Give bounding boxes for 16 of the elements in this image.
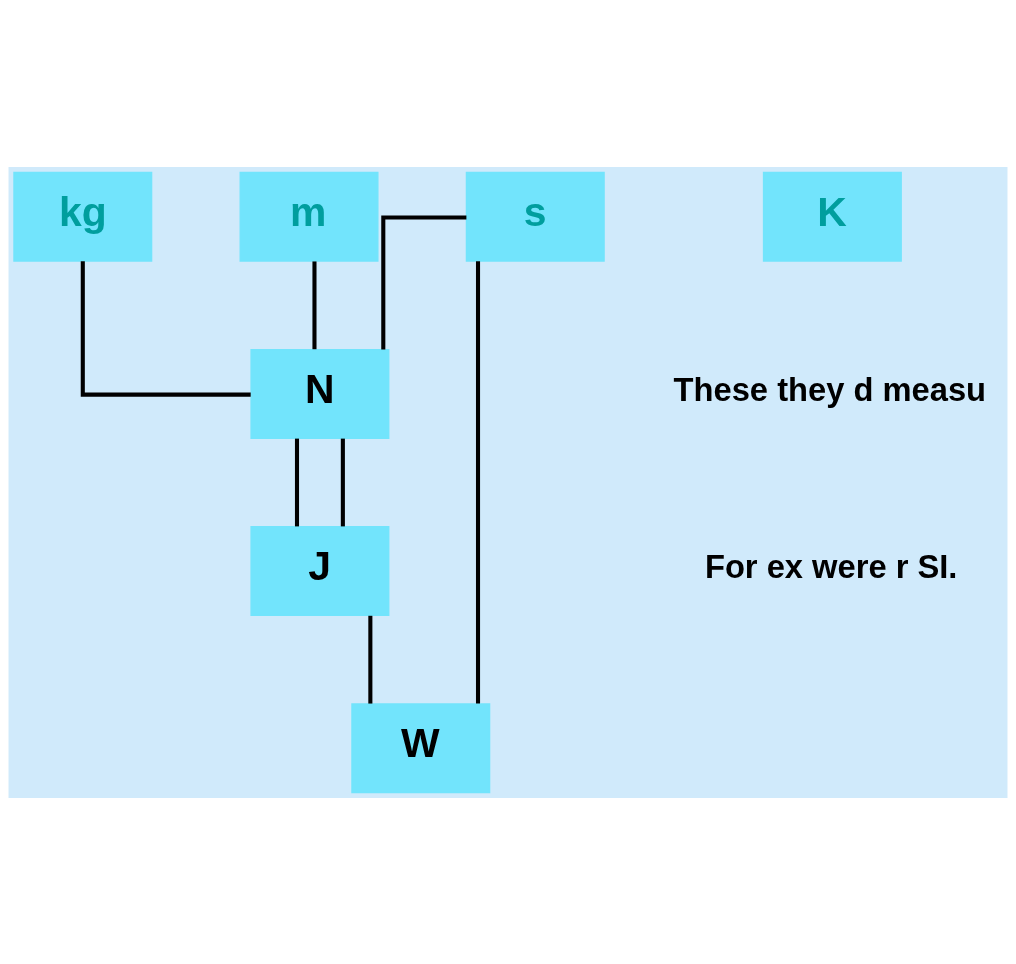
node-box: K — [762, 171, 902, 262]
node-box: W — [351, 702, 491, 793]
connector — [475, 260, 481, 704]
connector — [294, 438, 300, 526]
connector — [312, 260, 317, 349]
label: These they d measu — [673, 370, 987, 408]
connector — [381, 214, 467, 349]
connector — [80, 260, 251, 397]
connector — [340, 438, 345, 526]
node-box: J — [250, 525, 390, 616]
label: For ex were r SI. — [704, 547, 958, 585]
node-box: kg — [13, 171, 153, 262]
node-box: m — [239, 171, 379, 262]
node-box: s — [465, 171, 605, 262]
connector — [368, 615, 373, 704]
node-box: N — [250, 348, 390, 439]
